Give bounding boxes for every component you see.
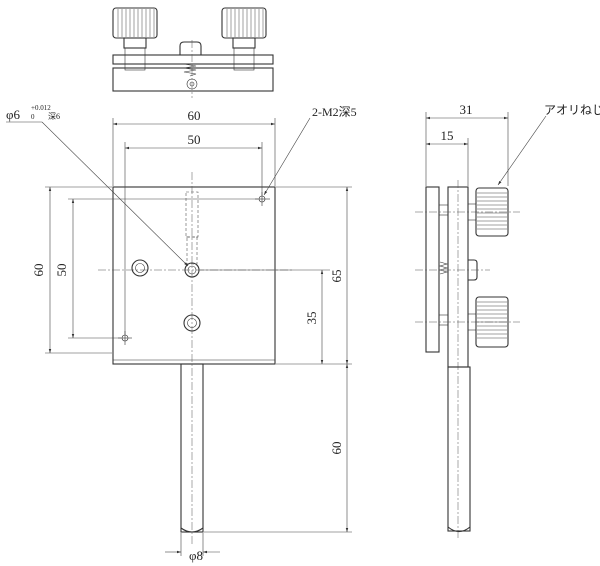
front-view: 60 50 60 50 65 35 60 φ8 φ6 +0.012 0 深6 2… bbox=[6, 104, 357, 563]
hole-pin bbox=[184, 262, 200, 278]
side-dimension-lines bbox=[426, 116, 508, 146]
dim-side-depth-total: 31 bbox=[460, 102, 473, 117]
callout-pin-hole-tol-upper: +0.012 bbox=[31, 104, 51, 112]
side-knob-upper bbox=[467, 187, 509, 237]
leader-tapped-hole bbox=[263, 117, 311, 196]
dim-side-depth-plate: 15 bbox=[441, 128, 454, 143]
callout-pin-hole-depth: 深6 bbox=[48, 112, 60, 121]
dim-front-height-inner: 50 bbox=[54, 264, 69, 277]
dim-rod-length: 60 bbox=[329, 442, 344, 455]
callout-pin-hole-tol-lower: 0 bbox=[31, 113, 35, 121]
hole-lower bbox=[183, 314, 201, 332]
top-plates bbox=[112, 40, 274, 98]
hole-left bbox=[131, 259, 149, 277]
top-knob-left bbox=[112, 7, 158, 49]
leader-adjust-screw bbox=[497, 115, 547, 186]
callout-pin-hole: φ6 bbox=[6, 107, 21, 122]
side-back-plate bbox=[425, 186, 440, 353]
dim-overall-height: 65 bbox=[329, 270, 344, 283]
front-extension-lines bbox=[45, 118, 352, 556]
side-knob-lower bbox=[467, 296, 509, 348]
callout-adjust-screw: アオリねじ bbox=[544, 103, 600, 117]
side-extension-lines bbox=[425, 112, 509, 186]
leader-pin-hole bbox=[41, 121, 189, 267]
dim-front-height-outer: 60 bbox=[31, 264, 46, 277]
top-view bbox=[112, 7, 274, 98]
front-dimension-lines bbox=[48, 122, 349, 554]
side-view: 31 15 アオリねじ bbox=[415, 102, 600, 540]
dim-hole-height: 35 bbox=[304, 312, 319, 325]
dim-front-width-inner: 50 bbox=[188, 132, 201, 147]
dim-rod-diameter: φ8 bbox=[189, 548, 203, 563]
dim-front-width-outer: 60 bbox=[188, 108, 201, 123]
top-knob-right bbox=[221, 7, 267, 49]
side-rod bbox=[447, 366, 471, 532]
callout-tapped-holes: 2-M2深5 bbox=[312, 105, 357, 119]
